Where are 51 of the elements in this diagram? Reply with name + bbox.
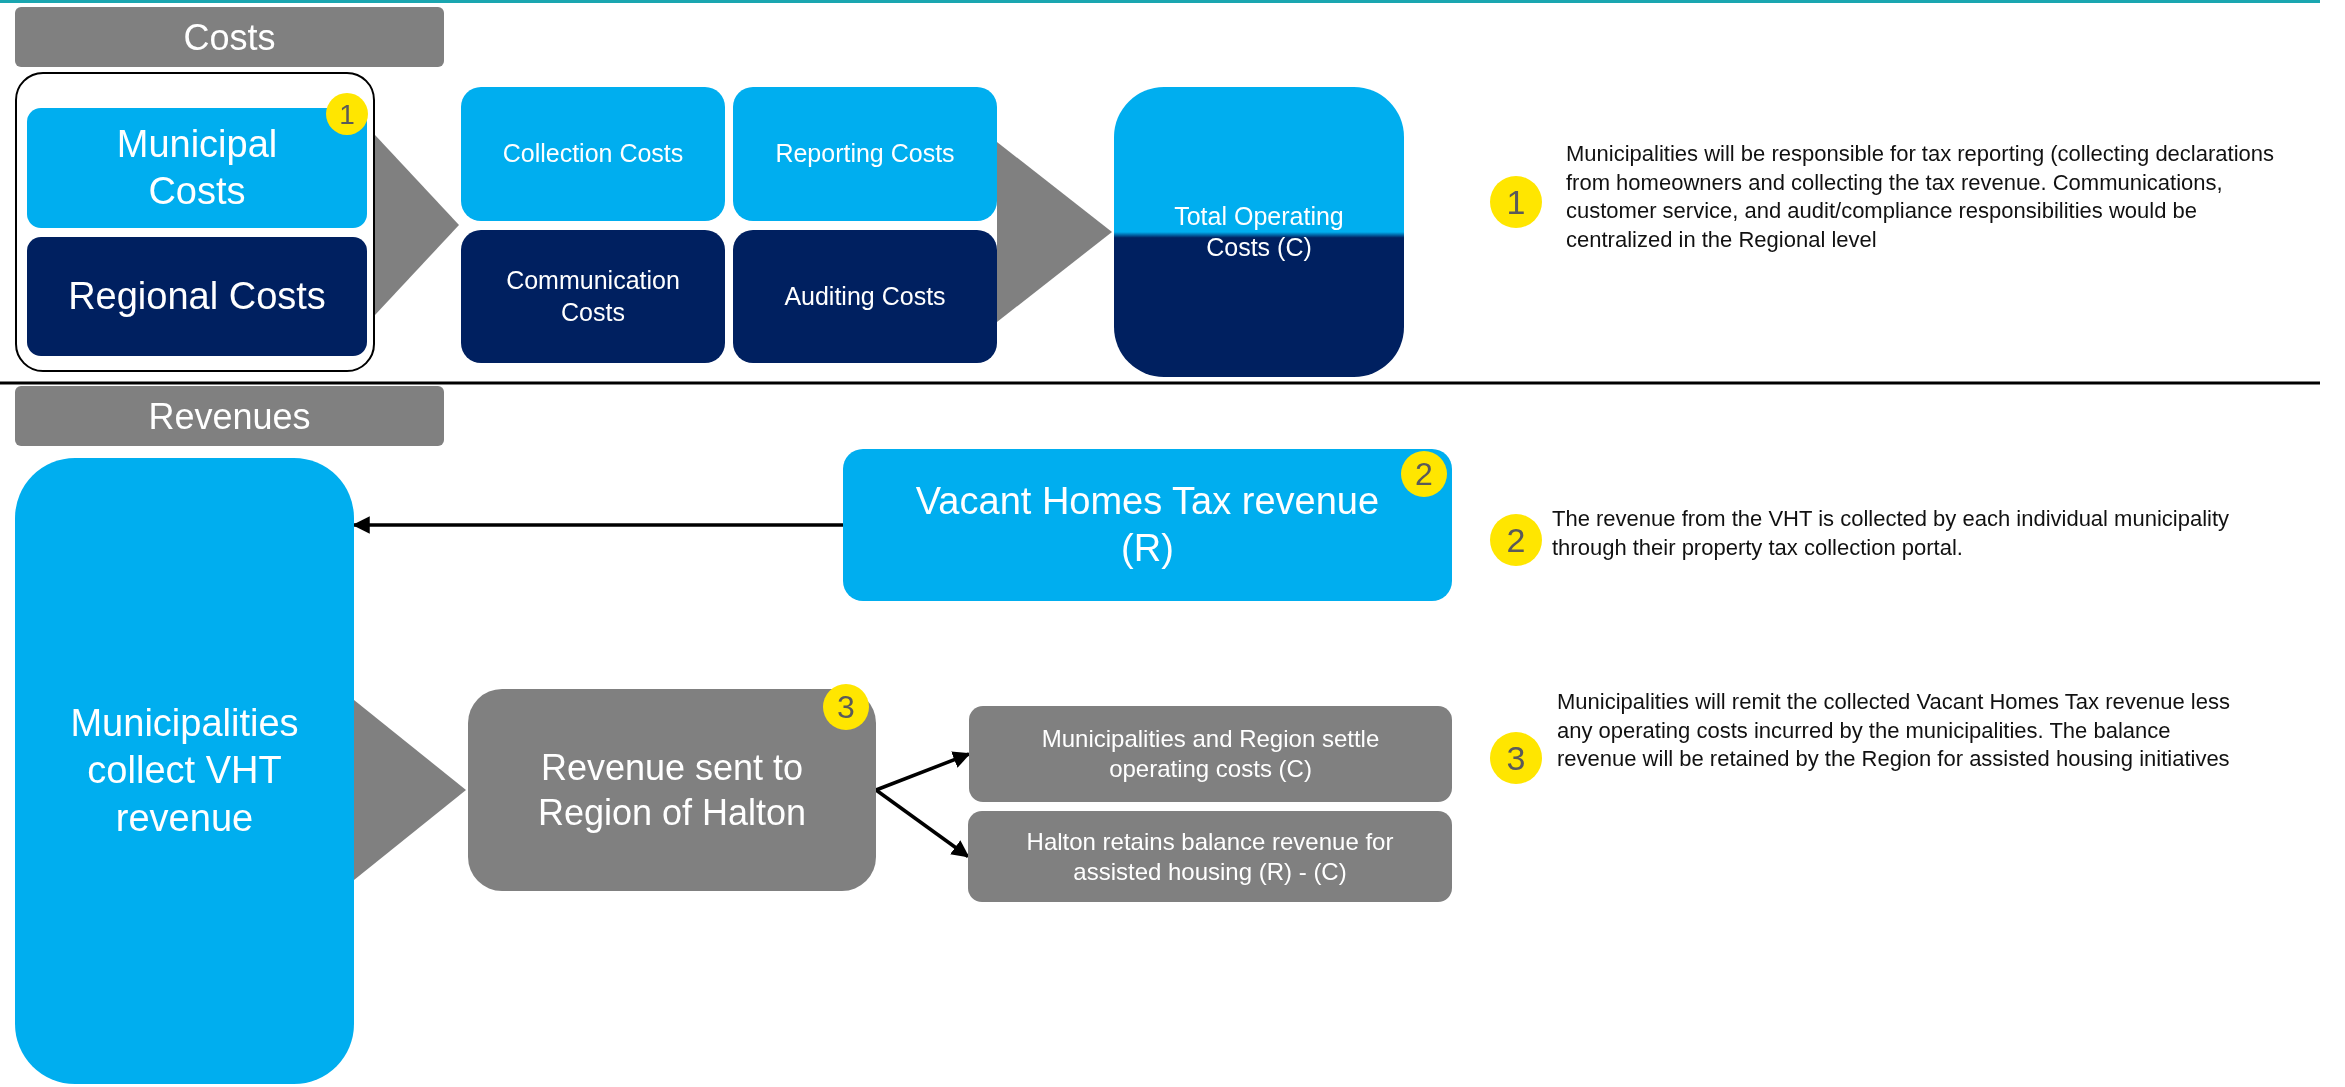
section-header <box>15 386 444 446</box>
process-box <box>843 449 1452 601</box>
process-box <box>968 811 1452 902</box>
process-box <box>15 72 375 372</box>
box-label: Halton retains balance revenue for assisted housing (R) - (C) <box>1025 826 1395 887</box>
chevron-arrow <box>997 232 1112 322</box>
callout-badge <box>1490 732 1542 784</box>
note-text: The revenue from the VHT is collected by each individual municipality through their property tax collection portal. <box>1552 505 2231 562</box>
box-label: Regional Costs <box>68 273 326 319</box>
arrow <box>875 751 971 792</box>
callout-badge <box>1490 176 1542 228</box>
callout-number: 1 <box>1506 181 1526 223</box>
section-header <box>15 7 444 67</box>
process-box <box>733 87 997 221</box>
callout-badge <box>1401 451 1447 497</box>
callout-number: 2 <box>1415 455 1433 494</box>
box-label: Auditing Costs <box>784 280 946 312</box>
callout-number: 1 <box>339 97 355 132</box>
callout-badge <box>1490 514 1542 566</box>
box-label: Municipalities and Region settle operating costs (C) <box>1040 724 1381 784</box>
box-label: Municipal Costs <box>115 121 279 214</box>
chevron-arrow <box>375 135 459 225</box>
process-box <box>969 706 1452 802</box>
note-text: Municipalities will remit the collected Vacant Homes Tax revenue less any operating costs incurred by the municipalities. The balance revenue will be retained by the Region for assisted housing initiatives <box>1557 688 2231 774</box>
process-box <box>461 230 725 363</box>
box-label: Reporting Costs <box>775 138 955 170</box>
box-label: Vacant Homes Tax revenue (R) <box>914 478 1381 571</box>
process-box <box>27 237 367 356</box>
callout-number: 3 <box>1506 737 1526 779</box>
process-box <box>733 230 997 363</box>
arrow <box>352 516 843 534</box>
callout-badge <box>823 684 869 730</box>
box-label: Collection Costs <box>502 138 684 170</box>
note-text: Municipalities will be responsible for tax reporting (collecting declarations from homeowners and collecting the tax revenue. Communications, customer service, and audit/compliance responsibilities would be centralized in the Regional level <box>1566 140 2275 254</box>
chevron-arrow <box>375 225 459 315</box>
process-box <box>468 689 876 891</box>
callout-badge <box>326 93 368 135</box>
box-label: Revenue sent to Region of Halton <box>536 746 808 835</box>
process-box <box>461 87 725 221</box>
chevron-arrow <box>997 142 1112 232</box>
box-label: Municipalities collect VHT revenue <box>69 700 300 841</box>
section-title: Costs <box>183 15 276 60</box>
box-label: Total Operating Costs (C) <box>1173 200 1345 263</box>
chevron-arrow <box>354 700 466 880</box>
process-box <box>1114 87 1404 377</box>
box-label: Communication Costs <box>505 265 681 328</box>
section-title: Revenues <box>148 394 311 439</box>
callout-number: 2 <box>1506 519 1526 561</box>
callout-number: 3 <box>837 688 855 727</box>
process-box <box>15 458 354 1084</box>
arrow <box>874 788 970 858</box>
